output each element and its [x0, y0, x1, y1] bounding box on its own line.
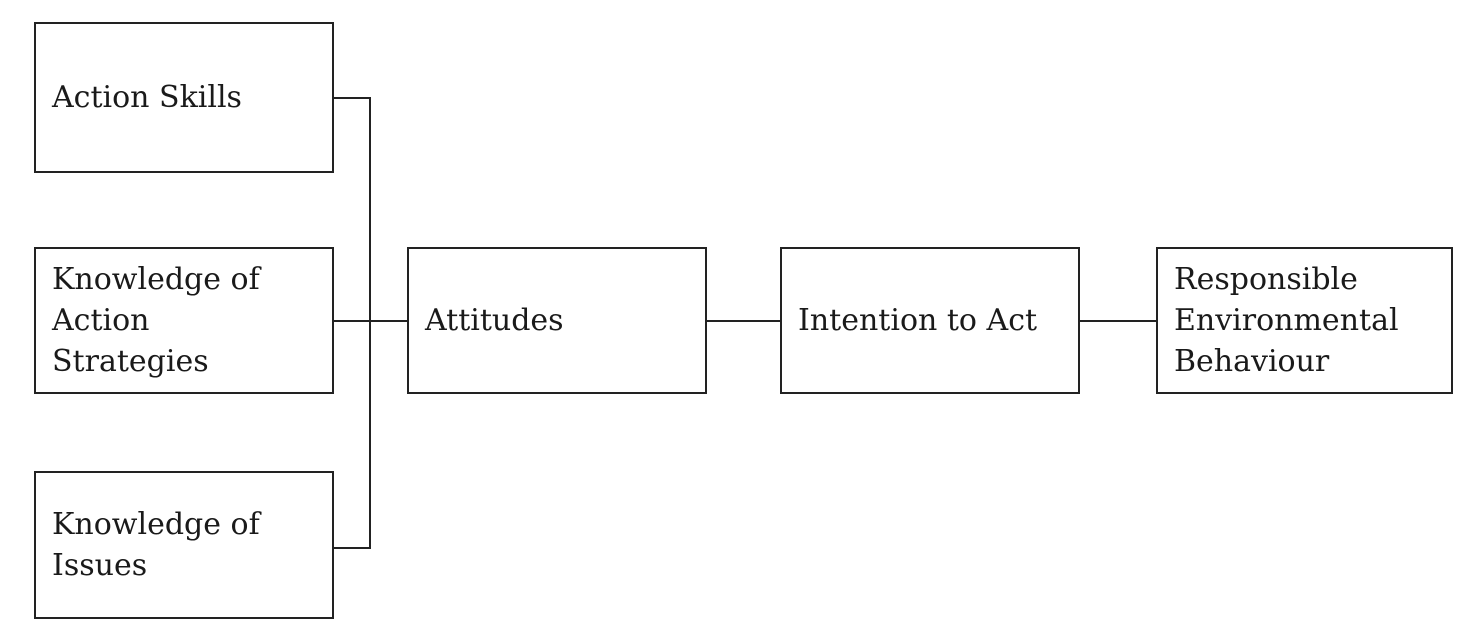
node-attitudes: Attitudes: [407, 247, 707, 394]
node-action-skills: Action Skills: [34, 22, 334, 173]
node-label-line: Knowledge of: [52, 507, 260, 542]
node-knowledge-action-strategies: Knowledge of Action Strategies: [34, 247, 334, 394]
node-label-line: Environmental: [1174, 303, 1399, 338]
node-label-line: Knowledge of: [52, 262, 260, 297]
node-label: Attitudes: [425, 303, 564, 338]
node-label-line: Behaviour: [1174, 344, 1330, 379]
node-label-line: Issues: [52, 548, 148, 583]
node-responsible-behaviour: Responsible Environmental Behaviour: [1156, 247, 1453, 394]
connector-action-skills: [333, 97, 371, 549]
node-label: Action Skills: [52, 80, 242, 115]
node-label-line: Responsible: [1174, 262, 1358, 297]
node-knowledge-issues: Knowledge of Issues: [34, 471, 334, 619]
node-label-line: Action: [52, 303, 150, 338]
node-label: Intention to Act: [798, 303, 1038, 338]
node-intention-to-act: Intention to Act: [780, 247, 1080, 394]
node-label-line: Strategies: [52, 344, 209, 379]
